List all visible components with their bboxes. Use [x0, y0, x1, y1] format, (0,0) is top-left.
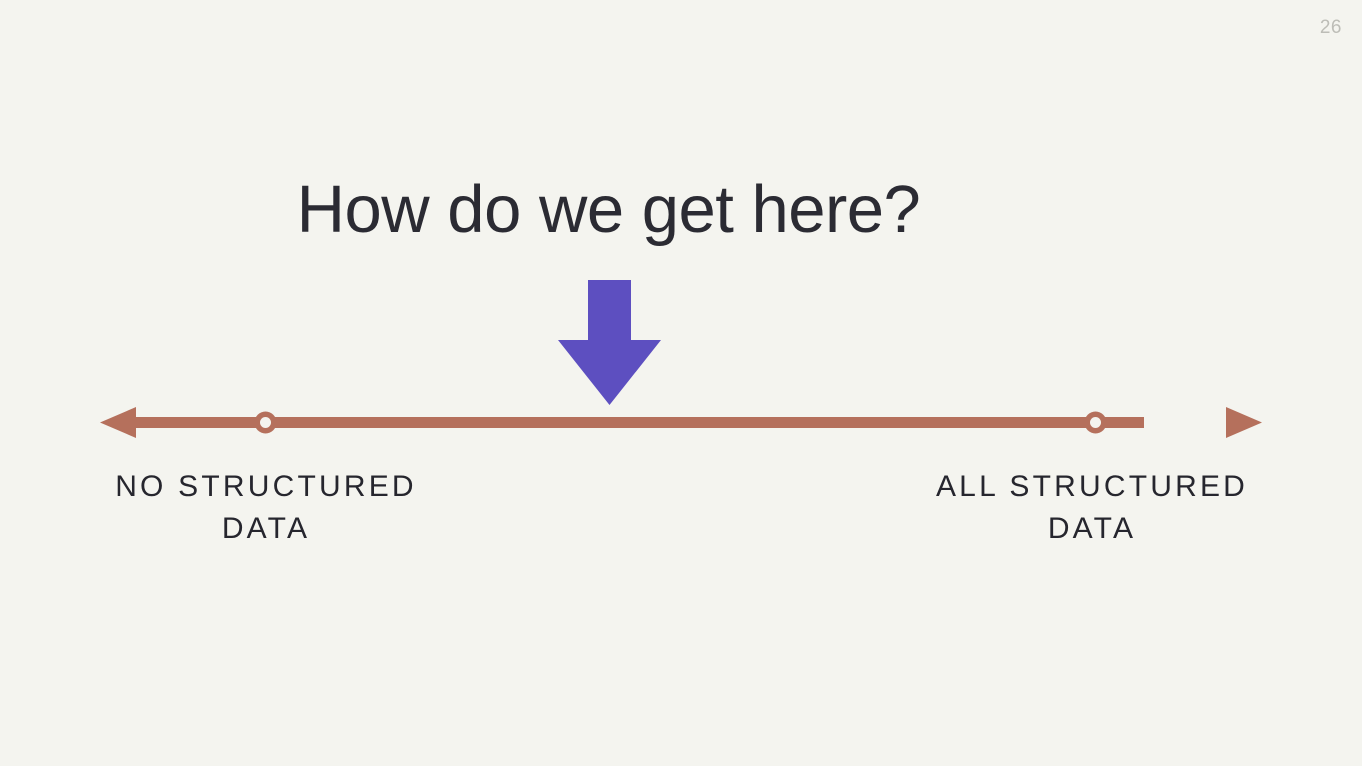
axis-arrow-right-icon — [1226, 407, 1262, 438]
axis-label-no-structured-data: NO STRUCTURED DATA — [115, 470, 417, 545]
no-structured-data-marker[interactable] — [254, 411, 277, 434]
page-number: 26 — [1319, 17, 1342, 38]
all-structured-data-marker[interactable] — [1084, 411, 1107, 434]
arrow-down-icon — [558, 280, 661, 405]
axis-arrow-left-icon — [100, 407, 136, 438]
spectrum-axis — [100, 407, 1262, 438]
axis-label-all-structured-data: ALL STRUCTURED DATA — [935, 470, 1249, 545]
page-title: How do we get here? — [296, 172, 921, 247]
